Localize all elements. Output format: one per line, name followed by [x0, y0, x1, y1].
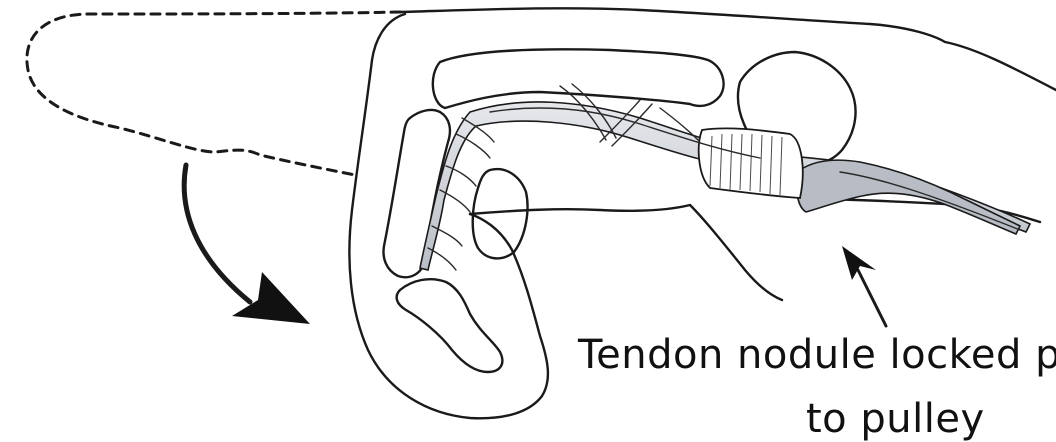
palm-crease [470, 205, 782, 300]
trigger-finger-illustration: Tendon nodule locked pr to pulley [0, 0, 1056, 429]
flexed-finger-outline [349, 14, 548, 418]
distal-phalanx [397, 279, 503, 372]
proximal-phalanx [433, 49, 724, 108]
annotation-line-1: Tendon nodule locked pr [578, 332, 1056, 378]
hand-dorsal-contour [400, 8, 1056, 90]
annotation-line-2: to pulley [806, 396, 985, 442]
pointer-arrow-icon [842, 246, 886, 326]
curved-arrow-icon [184, 165, 310, 324]
tendon-nodule [797, 160, 1020, 234]
extended-finger-outline [27, 12, 400, 175]
